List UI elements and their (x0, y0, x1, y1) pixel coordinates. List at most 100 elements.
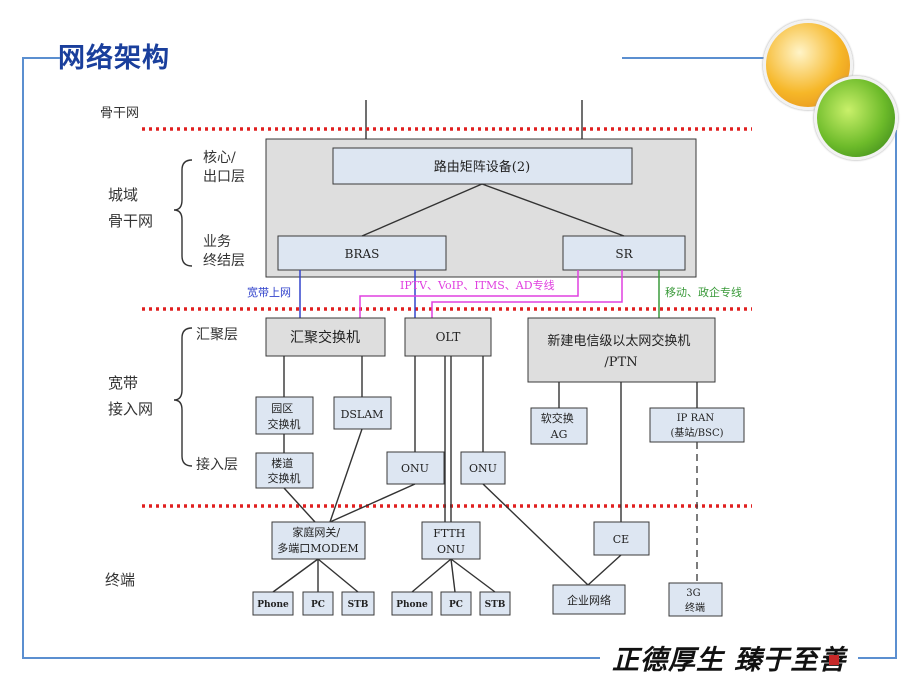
ce-enterprise-link (587, 554, 622, 586)
softswitch-line-1: 软交换 (541, 411, 574, 425)
metro-label: 城域骨干网 (108, 186, 153, 230)
frame-top-left (22, 57, 60, 59)
router-sr-link (481, 183, 625, 237)
phone-1-label: Phone (257, 600, 289, 610)
ipran-label: IP RAN (基站/BSC) (670, 413, 723, 439)
ipran-line-1: IP RAN (677, 413, 715, 424)
top-layer-label: 骨干网 (100, 106, 139, 121)
onu-b-label: ONU (469, 462, 497, 475)
g3-terminal-box (668, 582, 723, 617)
magenta-link-agg (359, 270, 579, 318)
stb-1-label: STB (348, 600, 369, 610)
phone-1-box (252, 591, 294, 616)
ftth-phone-link (411, 558, 452, 593)
frame-left (22, 57, 24, 659)
motto: 正德厚生 臻于至善 (612, 645, 847, 676)
agg-switch-box (265, 317, 386, 357)
telecom-switch-label: 新建电信级以太网交换机 /PTN (547, 333, 694, 370)
frame-right (895, 130, 897, 659)
g3-terminal-line-2: 终端 (685, 601, 705, 614)
frame-bottom-left (22, 657, 600, 659)
onu-a-label: ONU (401, 462, 429, 475)
frame-top-right (622, 57, 772, 59)
pc-2-label: PC (449, 600, 463, 610)
ipran-box (649, 407, 745, 443)
red-seal-mark (829, 655, 839, 665)
slide-title: 网络架构 (58, 43, 170, 74)
phone-2-label: Phone (396, 600, 428, 610)
broadband-up-label: 宽带上网 (247, 285, 291, 299)
aggregation-layer-label: 汇聚层 (196, 327, 238, 343)
core-layer-label: 核心/出口层 (203, 150, 245, 185)
frame-bottom-right (858, 657, 896, 659)
pc-2-box (440, 591, 472, 616)
g3-terminal-label: 3G 终端 (685, 588, 705, 614)
telecom-switch-line-1: 新建电信级以太网交换机 (547, 333, 690, 349)
access-layer-label: 接入层 (196, 456, 238, 473)
onu-a-box (386, 451, 445, 485)
bras-box (277, 235, 447, 271)
telecom-switch-box (527, 317, 716, 383)
onu-a-homegw-link (329, 483, 416, 523)
sr-box (562, 235, 686, 271)
building-switch-line-1: 楼道 (271, 456, 293, 470)
enterprise-box (552, 584, 626, 615)
campus-switch-line-1: 园区 (271, 402, 293, 415)
ipran-line-2: (基站/BSC) (670, 426, 723, 439)
building-switch-box (255, 452, 314, 489)
stb-1-box (341, 591, 375, 616)
phone-2-box (391, 591, 433, 616)
building-switch-label: 楼道 交换机 (268, 456, 301, 485)
pc-1-box (302, 591, 334, 616)
softswitch-label: 软交换 AG (541, 411, 578, 441)
ftth-onu-box (421, 521, 481, 560)
broadband-brace (173, 327, 193, 467)
ftth-onu-line-2: ONU (437, 543, 465, 556)
building-homegw-link (283, 487, 316, 523)
ftth-stb-link (450, 558, 496, 593)
router-matrix-box (332, 147, 633, 185)
onu-b-box (460, 451, 506, 485)
broadband-label: 宽带接入网 (108, 374, 153, 418)
bras-label: BRAS (345, 247, 380, 261)
homegw-stb-link (317, 558, 359, 593)
agg-switch-label: 汇聚交换机 (290, 329, 360, 346)
enterprise-label: 企业网络 (567, 593, 611, 607)
olt-label: OLT (436, 330, 461, 344)
onu-b-enterprise-link (482, 483, 589, 586)
ce-box (593, 521, 650, 556)
sr-label: SR (615, 247, 633, 261)
softswitch-line-2: AG (550, 428, 568, 441)
dslam-label: DSLAM (341, 408, 384, 421)
pc-1-label: PC (311, 600, 325, 610)
stb-2-label: STB (485, 600, 506, 610)
magenta-link-olt (431, 270, 623, 318)
ftth-onu-label: FTTH ONU (433, 527, 469, 556)
ftth-pc-link (450, 558, 456, 593)
terminal-label: 终端 (105, 571, 135, 589)
dslam-box (333, 396, 392, 430)
router-matrix-label: 路由矩阵设备(2) (434, 159, 530, 175)
ftth-onu-line-1: FTTH (433, 527, 465, 540)
softswitch-box (530, 407, 588, 445)
dslam-homegw-link (329, 428, 363, 523)
olt-box (404, 317, 492, 357)
g3-terminal-line-1: 3G (686, 588, 700, 599)
logo-green-circle (814, 76, 898, 160)
mobile-label: 移动、政企专线 (665, 285, 742, 299)
home-gateway-line-2: 多端口MODEM (277, 541, 358, 555)
stb-2-box (479, 591, 511, 616)
home-gateway-line-1: 家庭网关/ (292, 525, 340, 539)
telecom-switch-line-2: /PTN (604, 355, 637, 370)
ce-label: CE (613, 533, 629, 546)
building-switch-line-2: 交换机 (268, 471, 301, 485)
campus-switch-line-2: 交换机 (268, 417, 301, 431)
home-gateway-label: 家庭网关/ 多端口MODEM (277, 525, 358, 555)
iptv-label: IPTV、VoIP、ITMS、AD专线 (400, 278, 555, 292)
campus-switch-label: 园区 交换机 (268, 402, 301, 431)
router-bras-link (361, 183, 483, 237)
metro-brace (173, 159, 193, 267)
service-layer-label: 业务终结层 (203, 234, 245, 269)
homegw-phone-link (272, 558, 319, 593)
